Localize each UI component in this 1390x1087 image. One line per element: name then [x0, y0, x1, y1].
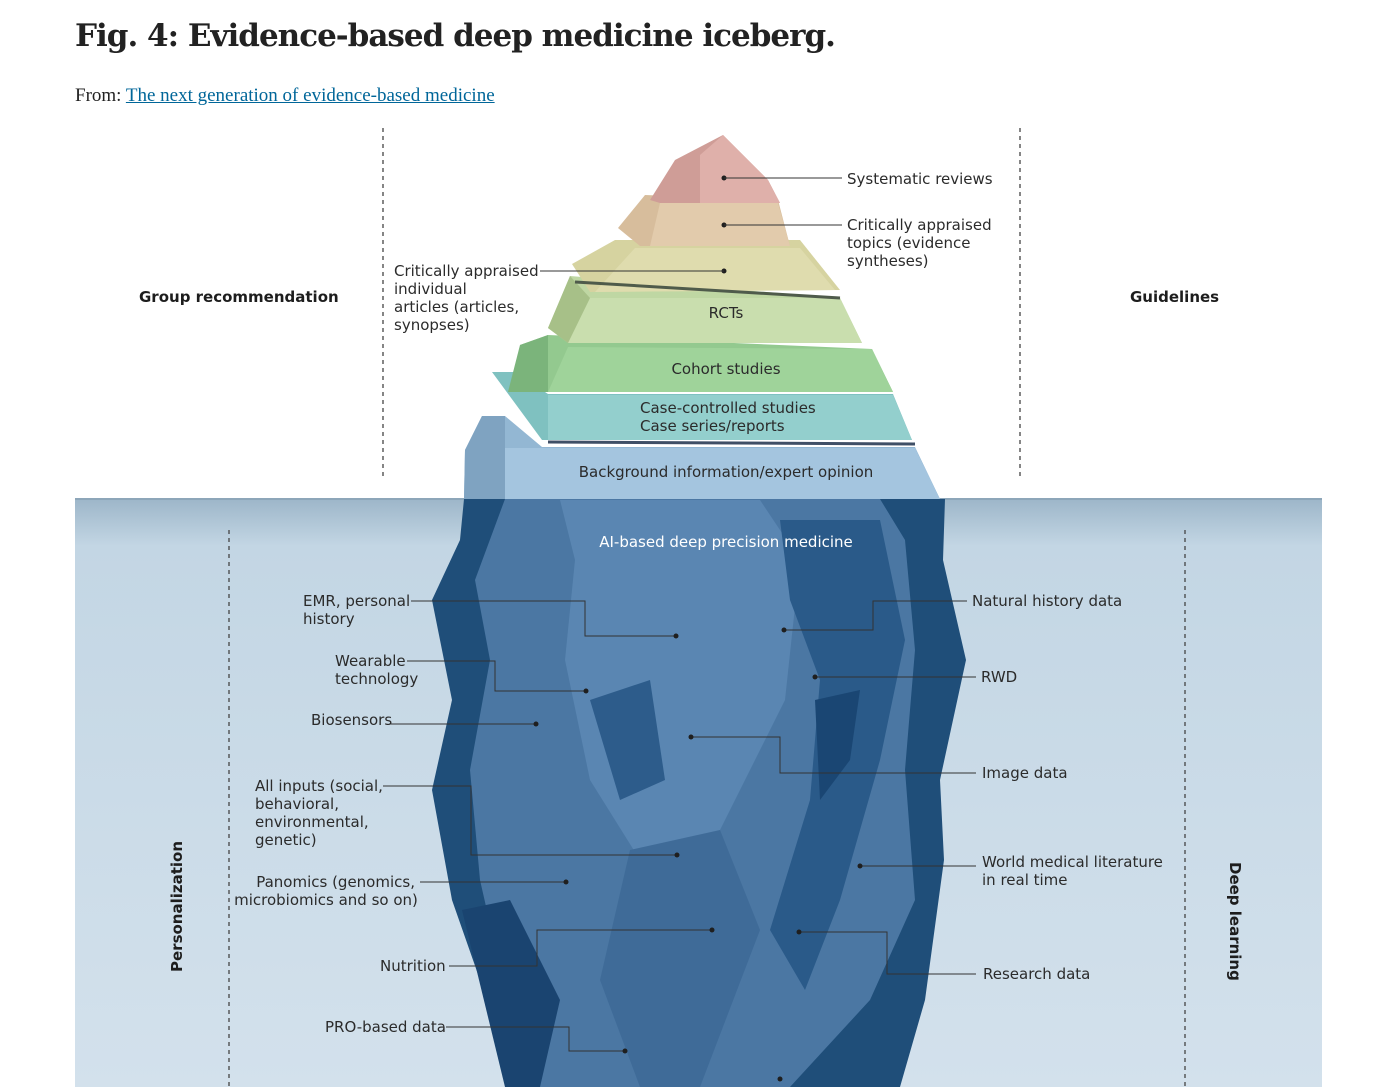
- label-wearable: Wearable technology: [335, 652, 418, 688]
- label-background-information: Background information/expert opinion: [579, 463, 874, 481]
- figure-title: Fig. 4: Evidence-based deep medicine ice…: [75, 18, 836, 54]
- label-ai-deep-precision-medicine: AI-based deep precision medicine: [599, 533, 853, 551]
- iceberg-tip: [464, 135, 940, 499]
- source-article-link[interactable]: The next generation of evidence-based me…: [125, 85, 495, 106]
- label-biosensors: Biosensors: [311, 711, 392, 729]
- source-line: From: The next generation of evidence-ba…: [75, 85, 495, 107]
- label-panomics: Panomics (genomics, microbiomics and so …: [234, 873, 420, 909]
- label-case-series: Case series/reports: [640, 417, 785, 435]
- label-natural-history-data: Natural history data: [972, 592, 1122, 610]
- side-label-group-recommendation: Group recommendation: [139, 288, 339, 306]
- side-label-personalization: Personalization: [168, 841, 186, 972]
- label-world-medical-literature: World medical literature in real time: [982, 853, 1168, 889]
- label-all-inputs: All inputs (social, behavioral, environm…: [255, 777, 388, 849]
- label-cohort-studies: Cohort studies: [671, 360, 780, 378]
- label-pro-based-data: PRO-based data: [325, 1018, 446, 1036]
- side-label-deep-learning: Deep learning: [1226, 862, 1244, 981]
- label-critically-appraised-topics: Critically appraised topics (evidence sy…: [847, 216, 996, 270]
- label-image-data: Image data: [982, 764, 1068, 782]
- iceberg-underwater: [432, 499, 966, 1087]
- label-rwd: RWD: [981, 668, 1017, 686]
- label-case-controlled: Case-controlled studies: [640, 399, 816, 417]
- label-nutrition: Nutrition: [380, 957, 446, 975]
- from-label: From:: [75, 85, 122, 106]
- label-systematic-reviews: Systematic reviews: [847, 170, 993, 188]
- label-critically-appraised-articles: Critically appraised individual articles…: [394, 262, 543, 334]
- label-rcts: RCTs: [709, 304, 744, 322]
- side-label-guidelines: Guidelines: [1130, 288, 1219, 306]
- label-research-data: Research data: [983, 965, 1090, 983]
- label-emr: EMR, personal history: [303, 592, 415, 628]
